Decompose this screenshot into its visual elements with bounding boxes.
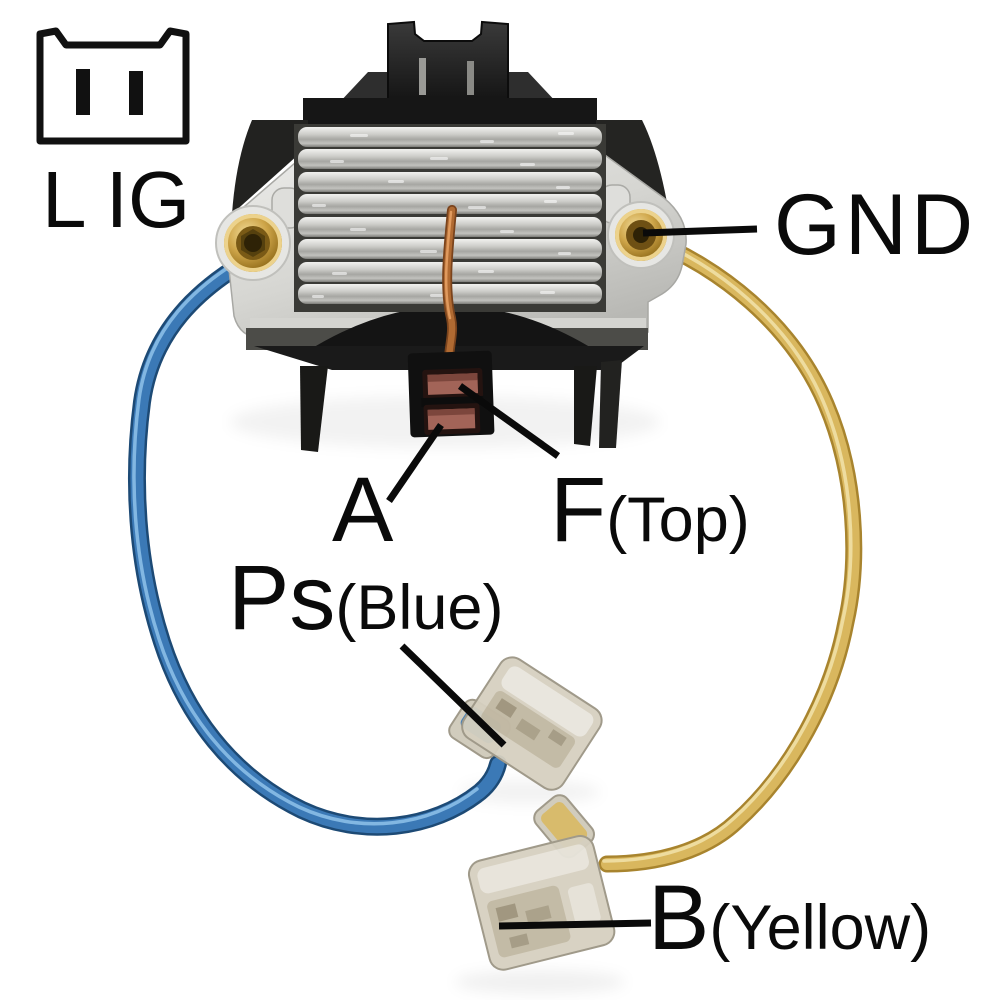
top-plug-connector (338, 20, 558, 104)
connector-icon-pin (129, 71, 143, 115)
mounting-leg (599, 360, 622, 448)
blue-wire (127, 251, 507, 836)
yellow-wire-connector (467, 794, 616, 971)
yellow-wire (598, 231, 863, 873)
b-leader-line (498, 919, 652, 930)
mounting-leg (300, 366, 328, 452)
two-pin-connector-icon (36, 27, 190, 145)
terminal-block (407, 350, 495, 438)
mounting-eyelet-right (607, 201, 675, 269)
f-leader-line (457, 383, 561, 459)
body-left-wing (232, 120, 308, 214)
label-b-main: B (648, 867, 710, 969)
label-gnd: GND (774, 177, 978, 273)
label-b-yellow: B(Yellow) (648, 872, 931, 964)
label-a: A (332, 464, 393, 556)
a-leader-line (386, 423, 444, 503)
label-f-qualifier: (Top) (606, 485, 750, 555)
mounting-leg (574, 366, 597, 446)
label-ps-blue: Ps(Blue) (228, 552, 503, 644)
ps-leader-line (399, 643, 507, 748)
connector-housing (387, 20, 509, 103)
label-f-top: F(Top) (550, 464, 750, 556)
label-b-qualifier: (Yellow) (709, 893, 932, 963)
label-ps-qualifier: (Blue) (335, 573, 504, 643)
connector-pin-slot (467, 61, 474, 95)
connector-icon-pin (76, 69, 90, 115)
leader-lines (386, 225, 758, 930)
fin-highlights (312, 132, 574, 298)
body-right-wing (596, 120, 668, 208)
regulator-body (215, 20, 687, 452)
mounting-eyelet-left (215, 205, 291, 281)
gnd-leader-line (642, 225, 758, 237)
label-a-text: A (332, 459, 394, 561)
label-l-ig: L IG (42, 155, 191, 244)
blue-wire-connector (448, 656, 603, 791)
connector-pin-slot (419, 58, 426, 95)
label-ps-main: Ps (228, 547, 336, 649)
label-f-main: F (550, 459, 607, 561)
